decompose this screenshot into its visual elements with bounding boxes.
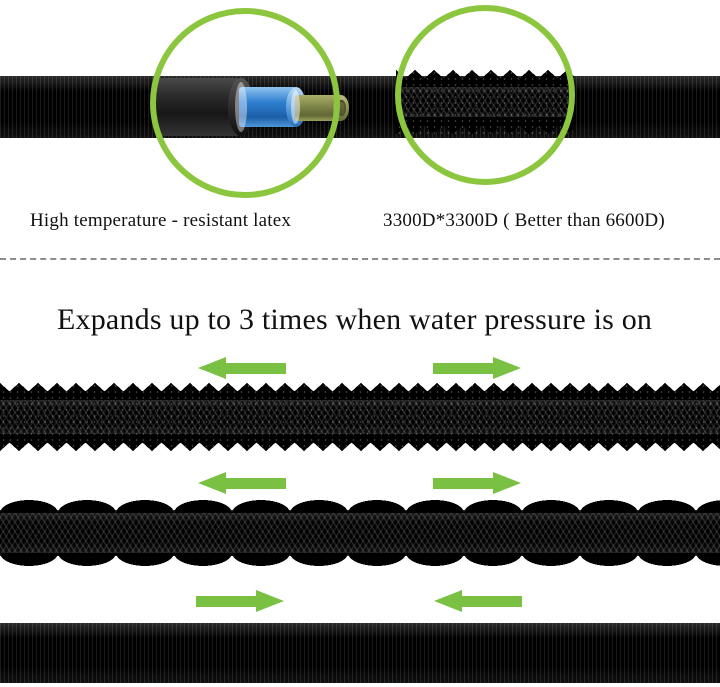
arrow-head-icon bbox=[198, 472, 226, 494]
caption-denier: 3300D*3300D ( Better than 6600D) bbox=[383, 210, 665, 231]
arrow-shaft bbox=[433, 363, 495, 374]
arrow-shaft bbox=[433, 478, 495, 489]
arrow-shaft bbox=[460, 596, 522, 607]
hose-edge-bottom bbox=[0, 133, 720, 138]
arrow-left-1 bbox=[198, 357, 286, 379]
arrow-head-icon bbox=[493, 357, 521, 379]
callout-ring-right bbox=[395, 5, 575, 185]
arrow-right-1 bbox=[433, 357, 521, 379]
arrow-shaft bbox=[196, 596, 258, 607]
callout-ring-left bbox=[150, 8, 340, 198]
arrow-head-icon bbox=[198, 357, 226, 379]
weave-teeth-top bbox=[0, 383, 720, 400]
page-title: Expands up to 3 times when water pressur… bbox=[57, 303, 653, 336]
caption-latex: High temperature - resistant latex bbox=[30, 210, 292, 231]
hose-wave-top bbox=[0, 500, 720, 513]
arrow-shaft bbox=[224, 478, 286, 489]
arrow-right-3 bbox=[196, 590, 284, 612]
hose-fully-expanded bbox=[0, 623, 720, 683]
hose-edge-top bbox=[0, 623, 720, 628]
arrow-head-icon bbox=[493, 472, 521, 494]
arrow-right-2 bbox=[433, 472, 521, 494]
hose-edge-top bbox=[0, 76, 720, 81]
weave-core bbox=[0, 397, 720, 437]
section-divider bbox=[0, 258, 720, 260]
hose-edge-bottom bbox=[0, 678, 720, 683]
arrow-left-3 bbox=[434, 590, 522, 612]
latex-tube-bore bbox=[337, 100, 346, 116]
arrow-left-2 bbox=[198, 472, 286, 494]
arrow-head-icon bbox=[256, 590, 284, 612]
weave-core bbox=[0, 510, 720, 556]
top-hose bbox=[0, 76, 720, 138]
weave-teeth-bottom bbox=[0, 434, 720, 451]
hose-wave-bottom bbox=[0, 553, 720, 566]
arrow-shaft bbox=[224, 363, 286, 374]
arrow-head-icon bbox=[434, 590, 462, 612]
hose-partially-expanded bbox=[0, 500, 720, 566]
hose-contracted bbox=[0, 383, 720, 451]
